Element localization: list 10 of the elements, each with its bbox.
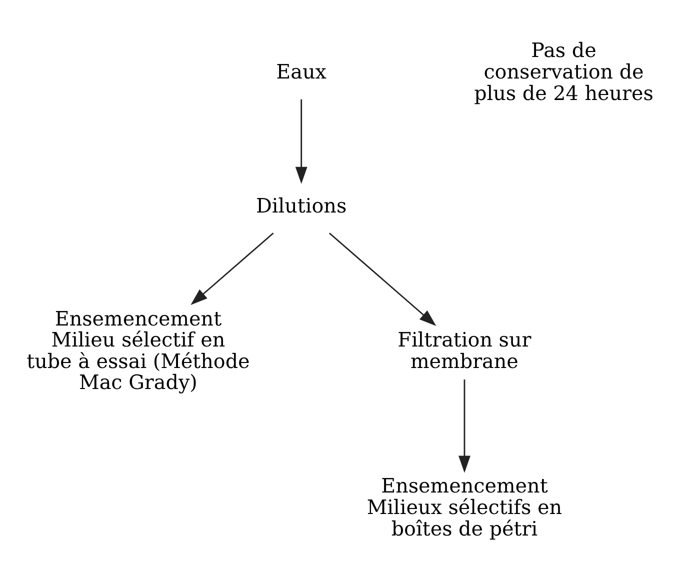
arrow — [295, 98, 308, 184]
node-text: Filtration sur membrane — [398, 328, 532, 372]
node-text: Ensemencement Milieu sélectif en tube à essai (Méthode Mac Grady) — [26, 306, 250, 394]
node-text: Dilutions — [256, 194, 347, 218]
node-text: Eaux — [276, 60, 326, 84]
arrow — [328, 232, 436, 326]
arrow — [190, 232, 274, 305]
arrow — [458, 379, 470, 472]
node-text: Ensemencement Milieux sélectifs en boîtes de pétri — [366, 474, 562, 540]
label: Pas de conservation de plus de 24 heures — [474, 38, 654, 104]
